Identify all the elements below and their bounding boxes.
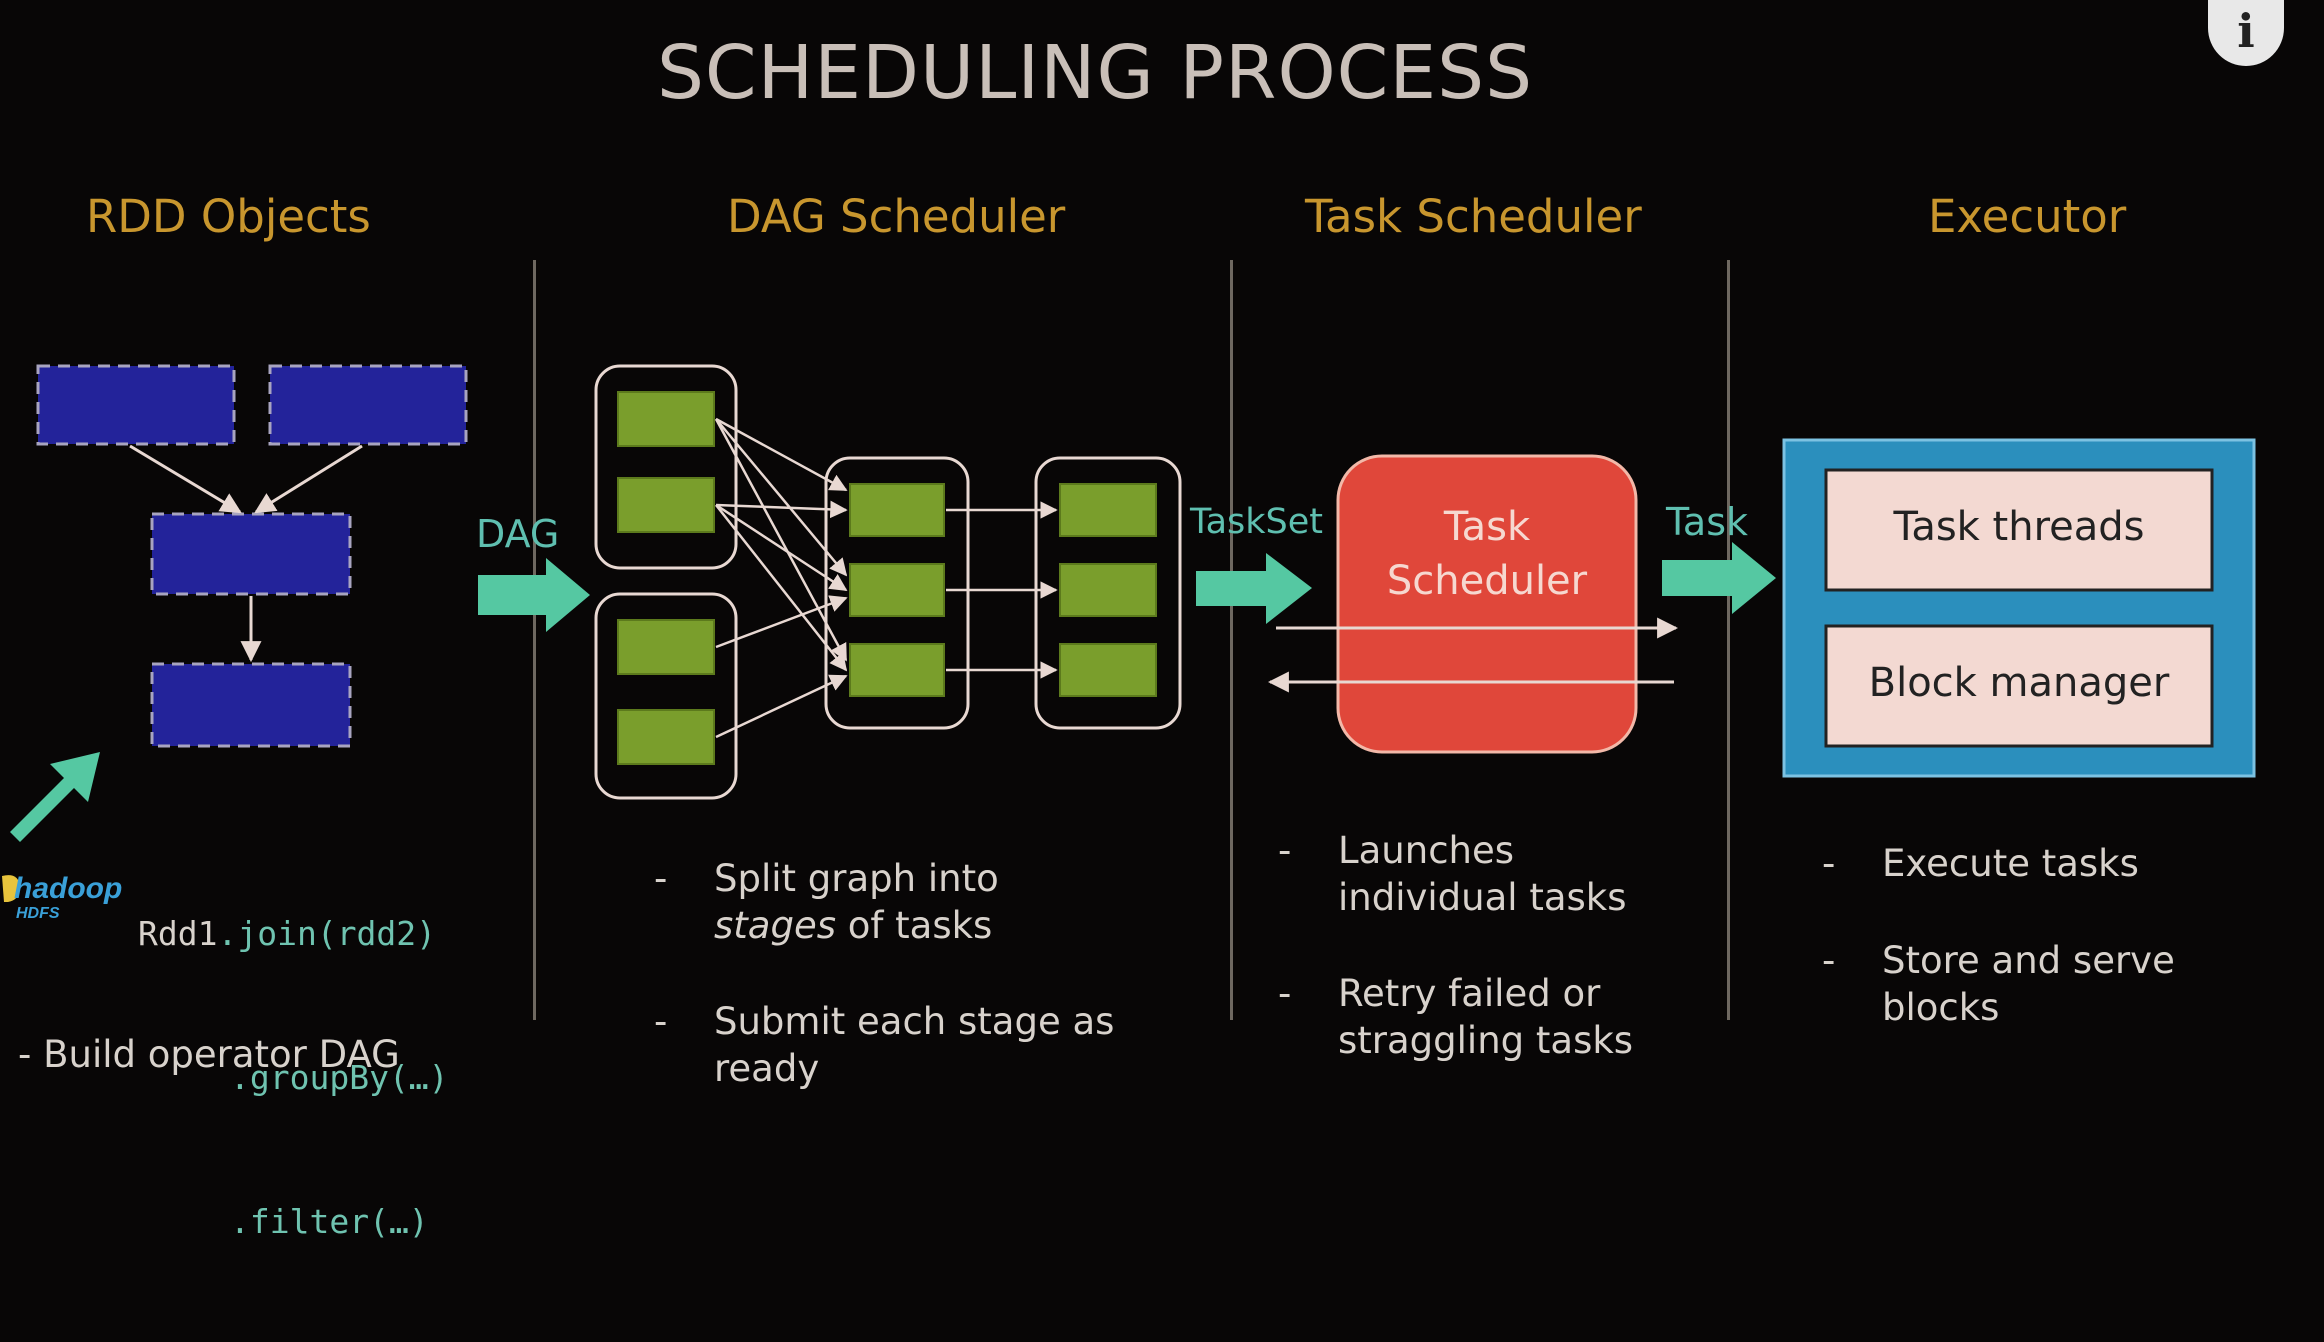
task-arrow	[1662, 542, 1776, 614]
column-separator	[533, 260, 536, 1020]
bullet-dash: -	[654, 1000, 668, 1043]
code-token: .join(rdd2)	[217, 914, 437, 953]
bullet-text: of tasks	[835, 904, 993, 947]
block-manager-label: Block manager	[1868, 660, 2170, 706]
bullet-text-em: stages	[714, 904, 836, 947]
code-token: .filter(…)	[230, 1202, 429, 1241]
bullet-text: Execute tasks	[1882, 842, 2139, 885]
bullet-text: straggling tasks	[1338, 1019, 1634, 1062]
hadoop-elephant-icon	[2, 875, 20, 902]
task	[1059, 483, 1157, 537]
bullet-dash: -	[1822, 842, 1836, 885]
task	[1059, 643, 1157, 697]
task	[617, 477, 715, 533]
bullet-text: ready	[714, 1047, 820, 1090]
stage	[594, 592, 738, 800]
input-arrow	[10, 752, 100, 842]
dag-arrow-label: DAG	[476, 512, 560, 556]
task	[849, 563, 945, 617]
heading-dag-scheduler: DAG Scheduler	[727, 190, 1066, 243]
hadoop-logo-text: hadoop	[14, 872, 123, 905]
heading-rdd-objects: RDD Objects	[86, 190, 371, 243]
taskset-arrow-label: TaskSet	[1190, 502, 1324, 542]
task-scheduler-label-line: Task	[1443, 504, 1531, 550]
task	[617, 391, 715, 447]
bullet-text: Store and serve	[1882, 939, 2175, 982]
executor-bullet: - Execute tasks	[1822, 840, 2139, 887]
rdd-dag-graph	[36, 364, 468, 748]
bullet-text: Submit each stage as	[714, 1000, 1115, 1043]
stage	[1034, 456, 1182, 730]
slide-title: SCHEDULING PROCESS	[656, 30, 1534, 116]
task-threads-label: Task threads	[1893, 504, 2145, 550]
task	[617, 619, 715, 675]
bullet-dash: -	[1278, 829, 1292, 872]
bullet-text: Retry failed or	[1338, 972, 1601, 1015]
bullet-text: Split graph into	[714, 857, 999, 900]
info-icon[interactable]: i	[2208, 0, 2284, 66]
column-separator	[1727, 260, 1730, 1020]
bullet-text: individual tasks	[1338, 876, 1627, 919]
block-manager-box	[1824, 624, 2214, 748]
rdd-box	[36, 364, 236, 446]
column-separator	[1230, 260, 1233, 1020]
task	[1059, 563, 1157, 617]
dag-arrow	[478, 558, 590, 632]
heading-executor: Executor	[1928, 190, 2127, 243]
stage-graph	[594, 364, 1182, 800]
task-arrow-label: Task	[1666, 500, 1749, 544]
stage	[594, 364, 738, 570]
task-threads-box	[1824, 468, 2214, 592]
task	[849, 643, 945, 697]
task	[617, 709, 715, 765]
task-scheduler-box	[1336, 454, 1638, 754]
task-scheduler-label-line: Scheduler	[1386, 558, 1588, 604]
bullet-dash: -	[1822, 939, 1836, 982]
scheduling-diagram	[10, 364, 2256, 842]
bullet-dash: -	[1278, 972, 1292, 1015]
hadoop-logo: hadoop HDFS	[0, 872, 160, 932]
bullet-text: Launches	[1338, 829, 1515, 872]
heading-task-scheduler: Task Scheduler	[1305, 190, 1642, 243]
task	[849, 483, 945, 537]
rdd-box	[150, 512, 352, 596]
code-token: Rdd1	[138, 914, 218, 953]
bullet-dash: -	[654, 857, 668, 900]
slide: SCHEDULING PROCESS i RDD Objects DAG Sch…	[0, 0, 2284, 1241]
code-token: .groupBy(…)	[230, 1058, 449, 1097]
rdd-box	[268, 364, 468, 446]
rdd-bullet: - Build operator DAG	[18, 1033, 400, 1076]
taskset-arrow	[1196, 553, 1312, 624]
bullet-text: blocks	[1882, 986, 2000, 1029]
code-snippet: Rdd1.join(rdd2) .groupBy(…) .filter(…)	[138, 814, 449, 1342]
rdd-box	[150, 662, 352, 748]
hdfs-logo-text: HDFS	[16, 905, 60, 922]
stage	[824, 456, 970, 730]
task-scheduler-label: Task Scheduler	[1338, 500, 1636, 608]
